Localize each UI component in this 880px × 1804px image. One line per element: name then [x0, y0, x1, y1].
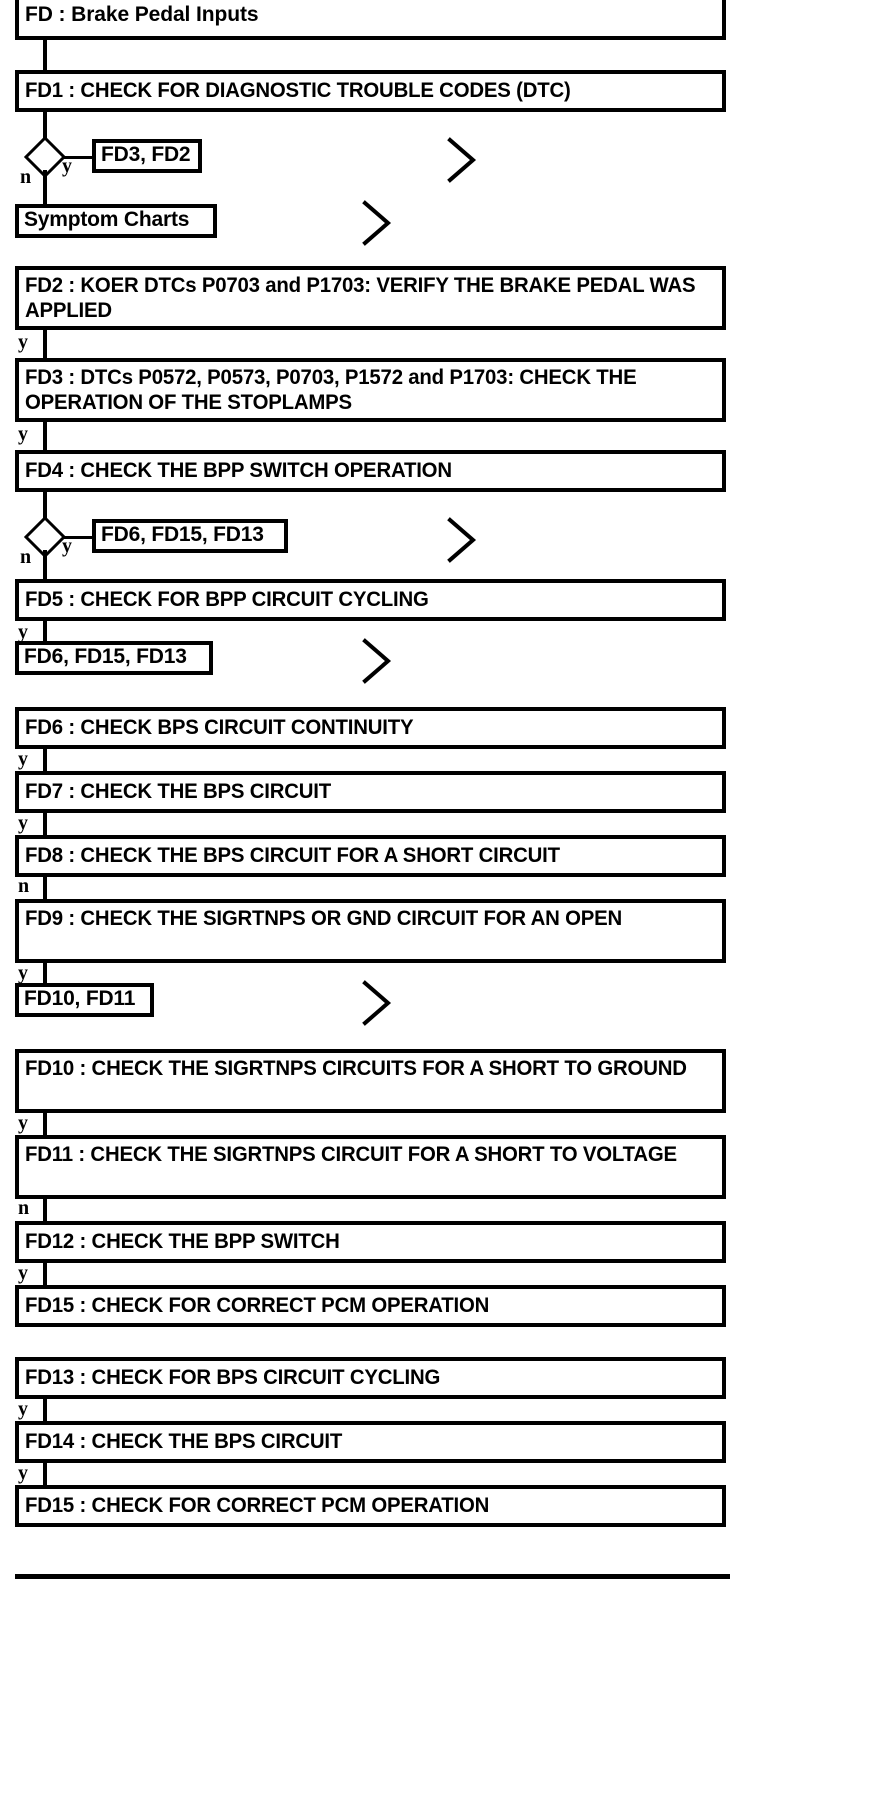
reference-box-symptom-charts[interactable]: Symptom Charts [15, 204, 217, 238]
step-label-fd5: FD5 : CHECK FOR BPP CIRCUIT CYCLING [25, 587, 429, 611]
step-label-fd1: FD1 : CHECK FOR DIAGNOSTIC TROUBLE CODES… [25, 78, 571, 102]
connector-decision-fd1-yes [64, 156, 94, 159]
connector-fd6-to-fd7 [43, 749, 47, 771]
branch-label-no-fd4: n [20, 546, 32, 568]
reference-box-fd3-fd2[interactable]: FD3, FD2 [92, 139, 202, 173]
chevron-right-icon-2 [360, 198, 400, 248]
step-box-fd6[interactable]: FD6 : CHECK BPS CIRCUIT CONTINUITY [15, 707, 726, 749]
chevron-right-icon-4 [360, 636, 400, 686]
step-box-fd9[interactable]: FD9 : CHECK THE SIGRTNPS OR GND CIRCUIT … [15, 899, 726, 963]
connector-fd2-to-fd3 [43, 330, 47, 358]
reference-box-fd6-fd15-fd13-b[interactable]: FD6, FD15, FD13 [15, 641, 213, 675]
step-label-fd4: FD4 : CHECK THE BPP SWITCH OPERATION [25, 458, 452, 482]
step-box-fd12[interactable]: FD12 : CHECK THE BPP SWITCH [15, 1221, 726, 1263]
step-label-fd11: FD11 : CHECK THE SIGRTNPS CIRCUIT FOR A … [25, 1143, 677, 1166]
step-box-fd15-a[interactable]: FD15 : CHECK FOR CORRECT PCM OPERATION [15, 1285, 726, 1327]
branch-label-fd10-to-fd11: y [18, 1112, 28, 1134]
step-box-fd11[interactable]: FD11 : CHECK THE SIGRTNPS CIRCUIT FOR A … [15, 1135, 726, 1199]
chevron-right-icon-3 [445, 515, 485, 565]
step-box-fd15-b[interactable]: FD15 : CHECK FOR CORRECT PCM OPERATION [15, 1485, 726, 1527]
reference-label-symptom-charts: Symptom Charts [24, 208, 190, 231]
connector-decision-fd4-no [43, 550, 47, 584]
branch-label-fd2-to-fd3: y [18, 331, 28, 353]
connector-fd12-to-fd15a [43, 1263, 47, 1285]
reference-box-fd10-fd11[interactable]: FD10, FD11 [15, 983, 154, 1017]
step-box-fd3[interactable]: FD3 : DTCs P0572, P0573, P0703, P1572 an… [15, 358, 726, 422]
chevron-right-icon-5 [360, 978, 400, 1028]
branch-label-fd13-to-fd14: y [18, 1398, 28, 1420]
step-label-fd13: FD13 : CHECK FOR BPS CIRCUIT CYCLING [25, 1365, 441, 1389]
step-label-fd15-b: FD15 : CHECK FOR CORRECT PCM OPERATION [25, 1493, 490, 1517]
connector-fd7-to-fd8 [43, 813, 47, 835]
connector-decision-fd4-yes [64, 536, 94, 539]
flowchart-title: FD : Brake Pedal Inputs [25, 3, 259, 26]
reference-label-fd6-fd15-fd13-b: FD6, FD15, FD13 [24, 645, 187, 668]
branch-label-fd11-to-fd12: n [18, 1197, 30, 1219]
connector-fd10-to-fd11 [43, 1113, 47, 1135]
step-box-fd2[interactable]: FD2 : KOER DTCs P0703 and P1703: VERIFY … [15, 266, 726, 330]
step-label-fd15-a: FD15 : CHECK FOR CORRECT PCM OPERATION [25, 1293, 490, 1317]
step-box-fd14[interactable]: FD14 : CHECK THE BPS CIRCUIT [15, 1421, 726, 1463]
connector-fd13-to-fd14 [43, 1399, 47, 1421]
connector-header-to-fd1 [43, 40, 47, 70]
connector-fd1-to-decision [43, 112, 47, 138]
connector-fd14-to-fd15b [43, 1463, 47, 1485]
reference-label-fd6-fd15-fd13-a: FD6, FD15, FD13 [101, 523, 264, 546]
step-label-fd3: FD3 : DTCs P0572, P0573, P0703, P1572 an… [25, 366, 637, 414]
branch-label-no-fd1: n [20, 166, 32, 188]
branch-label-yes-fd1: y [62, 155, 72, 177]
connector-fd3-to-fd4 [43, 422, 47, 450]
branch-label-fd7-to-fd8: y [18, 812, 28, 834]
branch-label-fd8-to-fd9: n [18, 875, 30, 897]
step-label-fd6: FD6 : CHECK BPS CIRCUIT CONTINUITY [25, 715, 414, 739]
step-box-fd13[interactable]: FD13 : CHECK FOR BPS CIRCUIT CYCLING [15, 1357, 726, 1399]
reference-label-fd10-fd11: FD10, FD11 [24, 987, 136, 1010]
step-label-fd9: FD9 : CHECK THE SIGRTNPS OR GND CIRCUIT … [25, 907, 623, 930]
step-label-fd12: FD12 : CHECK THE BPP SWITCH [25, 1229, 340, 1253]
step-box-fd5[interactable]: FD5 : CHECK FOR BPP CIRCUIT CYCLING [15, 579, 726, 621]
branch-label-yes-fd4: y [62, 535, 72, 557]
step-label-fd14: FD14 : CHECK THE BPS CIRCUIT [25, 1429, 343, 1453]
reference-box-fd6-fd15-fd13-a[interactable]: FD6, FD15, FD13 [92, 519, 288, 553]
step-box-fd4[interactable]: FD4 : CHECK THE BPP SWITCH OPERATION [15, 450, 726, 492]
connector-fd4-to-decision [43, 492, 47, 518]
step-box-fd10[interactable]: FD10 : CHECK THE SIGRTNPS CIRCUITS FOR A… [15, 1049, 726, 1113]
connector-fd5-to-ref [43, 621, 47, 641]
branch-label-fd14-to-fd15b: y [18, 1462, 28, 1484]
flowchart-header-box: FD : Brake Pedal Inputs [15, 0, 726, 40]
footer-divider [15, 1574, 730, 1579]
step-label-fd2: FD2 : KOER DTCs P0703 and P1703: VERIFY … [25, 274, 696, 322]
step-label-fd8: FD8 : CHECK THE BPS CIRCUIT FOR A SHORT … [25, 843, 560, 867]
connector-fd11-to-fd12 [43, 1199, 47, 1221]
step-box-fd7[interactable]: FD7 : CHECK THE BPS CIRCUIT [15, 771, 726, 813]
branch-label-fd6-to-fd7: y [18, 748, 28, 770]
connector-decision-fd1-no [43, 170, 47, 204]
branch-label-fd5-to-ref: y [18, 621, 28, 643]
reference-label-fd3-fd2: FD3, FD2 [101, 143, 191, 166]
step-box-fd1[interactable]: FD1 : CHECK FOR DIAGNOSTIC TROUBLE CODES… [15, 70, 726, 112]
branch-label-fd9-to-ref: y [18, 962, 28, 984]
step-label-fd10: FD10 : CHECK THE SIGRTNPS CIRCUITS FOR A… [25, 1057, 687, 1080]
chevron-right-icon-1 [445, 135, 485, 185]
connector-fd9-to-ref [43, 963, 47, 983]
connector-fd8-to-fd9 [43, 877, 47, 899]
step-label-fd7: FD7 : CHECK THE BPS CIRCUIT [25, 779, 331, 803]
step-box-fd8[interactable]: FD8 : CHECK THE BPS CIRCUIT FOR A SHORT … [15, 835, 726, 877]
branch-label-fd12-to-fd15a: y [18, 1262, 28, 1284]
branch-label-fd3-to-fd4: y [18, 423, 28, 445]
